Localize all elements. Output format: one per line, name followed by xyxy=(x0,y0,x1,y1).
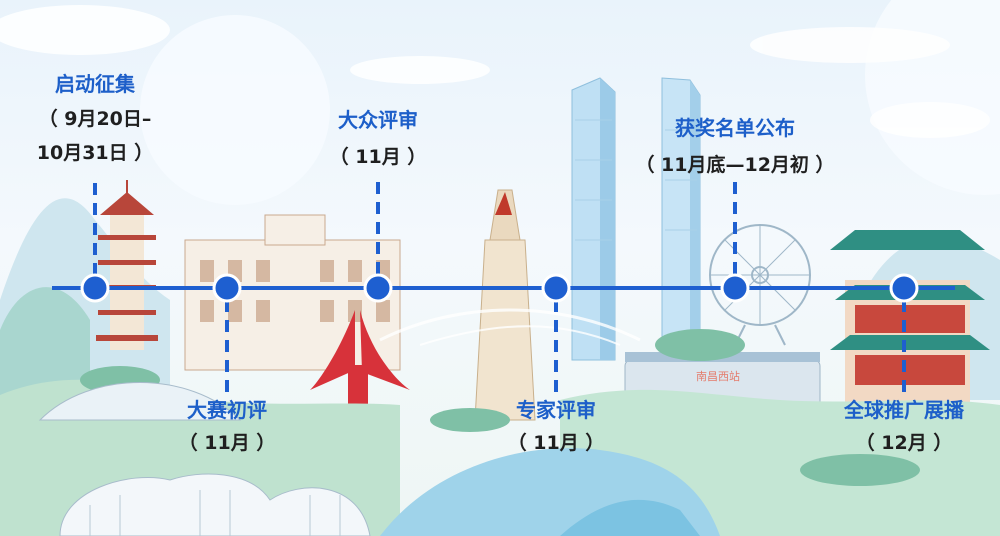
pagoda-tower xyxy=(96,180,158,350)
stadium xyxy=(38,382,371,536)
stage-expert-review: 专家评审 （ 11月 ） xyxy=(466,398,646,460)
stage-public-review: 大众评审 （ 11月 ） xyxy=(288,108,468,174)
stage-expert-review-title: 专家评审 xyxy=(516,398,596,422)
timeline-node-preliminary xyxy=(212,273,242,303)
monument xyxy=(474,189,536,421)
timeline-node-winners xyxy=(720,273,750,303)
stage-promotion: 全球推广展播 （ 12月 ） xyxy=(804,398,1000,460)
stage-preliminary-title: 大赛初评 xyxy=(187,398,267,422)
timeline-node-launch xyxy=(80,273,110,303)
stage-preliminary: 大赛初评 （ 11月 ） xyxy=(137,398,317,460)
sun-glow xyxy=(140,15,330,205)
historic-building xyxy=(184,214,401,371)
clouds xyxy=(0,5,990,138)
station-sign-text: 南昌西站 xyxy=(696,369,740,383)
timeline-node-public-review xyxy=(363,273,393,303)
stage-promotion-date: （ 12月 ） xyxy=(855,432,953,454)
stage-launch: 启动征集 （ 9月20日– 10月31日 ） xyxy=(5,72,185,170)
stage-promotion-title: 全球推广展播 xyxy=(844,398,964,422)
stage-preliminary-date: （ 11月 ） xyxy=(178,432,276,454)
stage-public-review-date: （ 11月 ） xyxy=(329,146,427,168)
stage-public-review-title: 大众评审 xyxy=(338,108,418,132)
stage-launch-title: 启动征集 xyxy=(55,72,135,96)
stage-winners-date: （ 11月底—12月初 ） xyxy=(635,154,835,176)
timeline-connectors xyxy=(93,182,906,395)
timeline-node-promotion xyxy=(889,273,919,303)
stage-expert-review-date: （ 11月 ） xyxy=(507,432,605,454)
red-sculpture xyxy=(310,310,410,390)
timeline-node-expert-review xyxy=(541,273,571,303)
stage-launch-date-line1: （ 9月20日– xyxy=(38,108,152,130)
stage-winners: 获奖名单公布 （ 11月底—12月初 ） xyxy=(615,116,855,182)
stage-launch-date-line2: 10月31日 ） xyxy=(36,142,154,164)
stage-winners-title: 获奖名单公布 xyxy=(675,116,795,140)
